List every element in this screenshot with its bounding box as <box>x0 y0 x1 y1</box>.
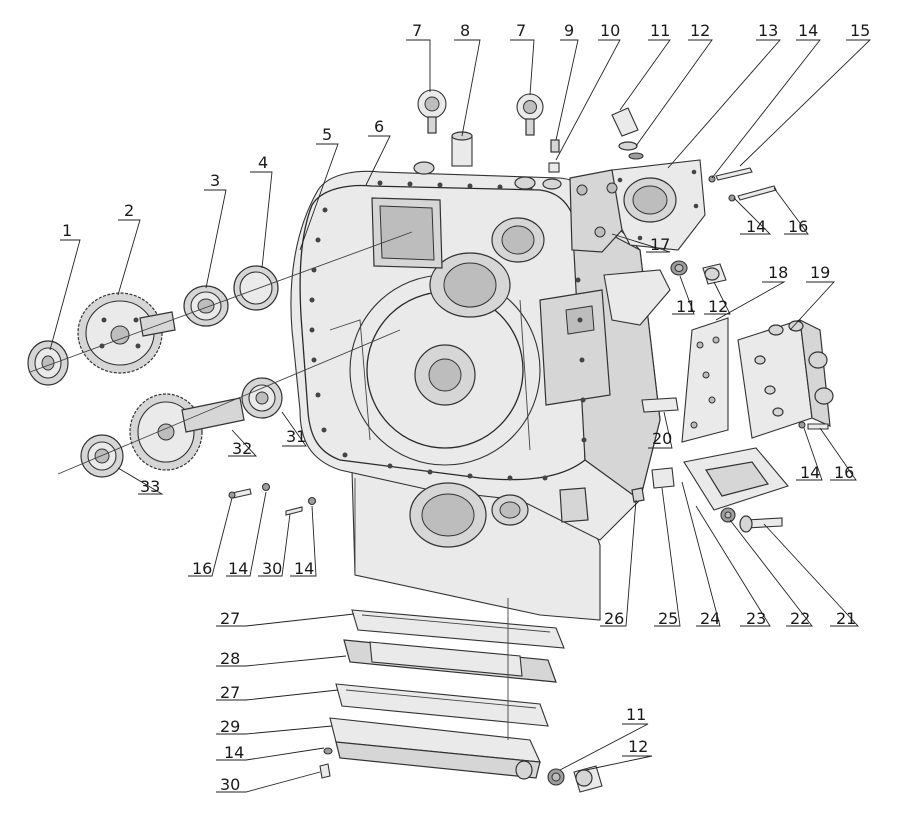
callout-12-pan: 12 <box>628 737 648 756</box>
callout-7-left: 7 <box>412 21 422 40</box>
callout-25: 25 <box>658 609 678 628</box>
callout-10: 10 <box>600 21 620 40</box>
callout-4: 4 <box>258 153 268 172</box>
side-cover-assembly <box>631 447 789 533</box>
callout-17: 17 <box>650 235 670 254</box>
callout-23: 23 <box>746 609 766 628</box>
callout-32: 32 <box>232 439 252 458</box>
callout-18: 18 <box>768 263 788 282</box>
callout-16-left: 16 <box>192 559 212 578</box>
callout-15: 15 <box>850 21 870 40</box>
callout-5: 5 <box>322 125 332 144</box>
callout-7-right: 7 <box>516 21 526 40</box>
gearbox-housing <box>290 170 671 621</box>
shaft-components <box>27 231 413 478</box>
callout-13: 13 <box>758 21 778 40</box>
leader-lines <box>49 39 872 793</box>
callout-11-pan: 11 <box>626 705 646 724</box>
callout-8: 8 <box>460 21 470 40</box>
callout-21: 21 <box>836 609 856 628</box>
callout-2: 2 <box>124 201 134 220</box>
callout-12: 12 <box>690 21 710 40</box>
callout-19: 19 <box>810 263 830 282</box>
callout-29: 29 <box>220 717 240 736</box>
callout-27-lower: 27 <box>220 683 240 702</box>
callout-3: 3 <box>210 171 220 190</box>
callout-26: 26 <box>604 609 624 628</box>
callout-31: 31 <box>286 427 306 446</box>
callout-22: 22 <box>790 609 810 628</box>
callout-16-right: 16 <box>788 217 808 236</box>
callout-27-top: 27 <box>220 609 240 628</box>
callout-12-mid: 12 <box>708 297 728 316</box>
callout-labels: 1 2 3 4 5 6 7 8 7 9 10 11 12 13 14 15 14… <box>62 21 870 794</box>
callout-6: 6 <box>374 117 384 136</box>
callout-14: 14 <box>798 21 818 40</box>
callout-14-pan: 14 <box>224 743 244 762</box>
oil-pan-assembly <box>319 598 603 793</box>
top-right-cover <box>569 107 777 285</box>
callout-30-pan: 30 <box>220 775 240 794</box>
small-fasteners <box>228 482 317 516</box>
callout-24: 24 <box>700 609 720 628</box>
callout-30-left: 30 <box>262 559 282 578</box>
callout-11: 11 <box>650 21 670 40</box>
callout-33: 33 <box>140 477 160 496</box>
callout-11-mid: 11 <box>676 297 696 316</box>
callout-28: 28 <box>220 649 240 668</box>
callout-14-valve: 14 <box>800 463 820 482</box>
valve-block-assembly <box>641 317 834 443</box>
callout-9: 9 <box>564 21 574 40</box>
callout-14-left: 14 <box>228 559 248 578</box>
callout-16-valve: 16 <box>834 463 854 482</box>
callout-14-left-b: 14 <box>294 559 314 578</box>
callout-1: 1 <box>62 221 72 240</box>
callout-20: 20 <box>652 429 672 448</box>
callout-14-right: 14 <box>746 217 766 236</box>
